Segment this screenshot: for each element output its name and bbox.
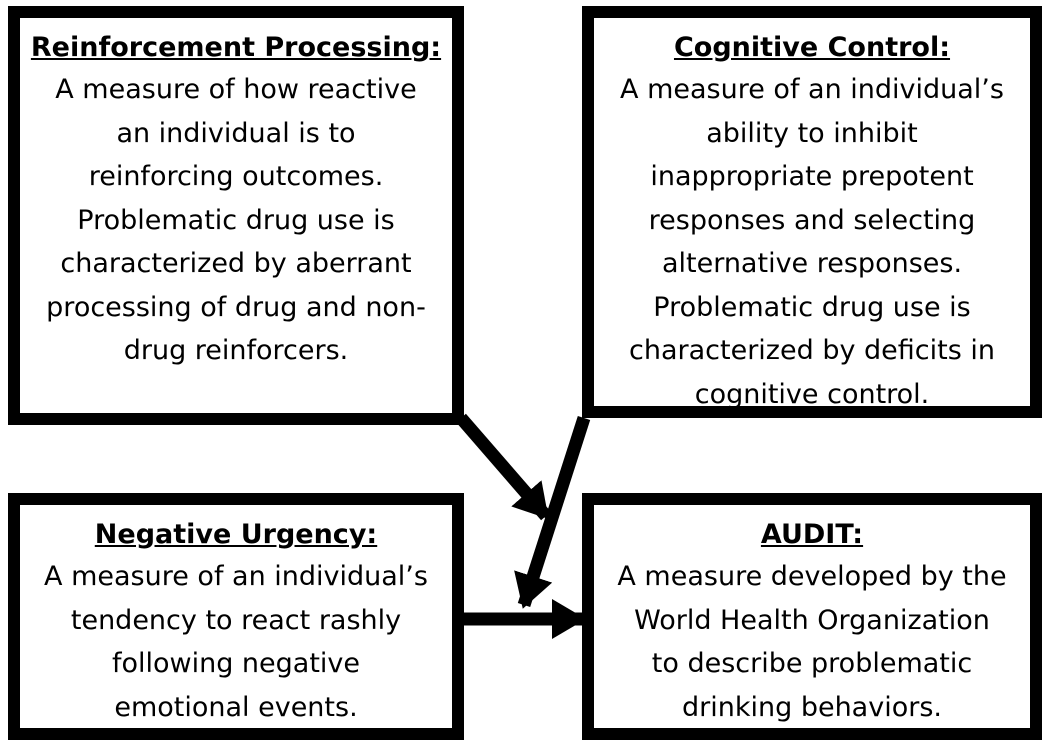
audit-box: AUDIT: A measure developed by the World … [582, 493, 1042, 740]
reinforcement-processing-text: A measure of how reactive an individual … [46, 74, 426, 366]
arrow-cognitive-to-junction [514, 416, 591, 609]
audit-title: AUDIT: [760, 519, 864, 550]
cognitive-control-text: A measure of an individual’s ability to … [620, 74, 1004, 410]
negative-urgency-title: Negative Urgency: [94, 519, 378, 550]
negative-urgency-box: Negative Urgency: A measure of an indivi… [8, 493, 464, 740]
negative-urgency-text: A measure of an individual’s tendency to… [44, 561, 428, 723]
audit-text: A measure developed by the World Health … [617, 561, 1007, 723]
cognitive-control-title: Cognitive Control: [673, 32, 951, 63]
arrow-reinforcement-to-junction [456, 413, 551, 521]
reinforcement-processing-box: Reinforcement Processing: A measure of h… [8, 6, 464, 425]
reinforcement-processing-title: Reinforcement Processing: [30, 32, 442, 63]
cognitive-control-box: Cognitive Control: A measure of an indiv… [582, 6, 1042, 418]
